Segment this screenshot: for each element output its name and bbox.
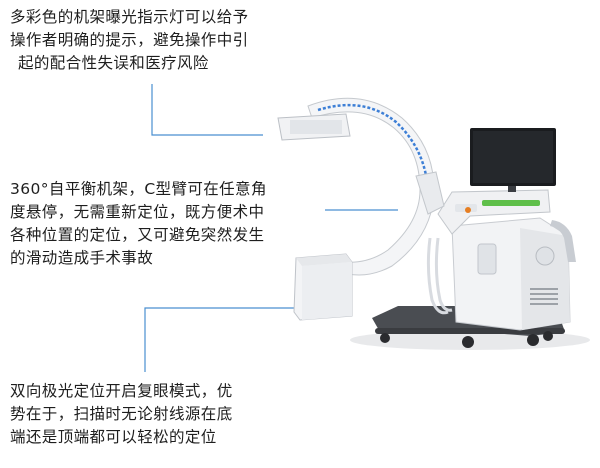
callout-line: 操作者明确的提示，避免操作中引 xyxy=(10,31,249,49)
main-cabinet xyxy=(451,217,576,331)
vent-grille xyxy=(530,288,558,305)
cables xyxy=(426,237,453,315)
leader-line-3 xyxy=(144,307,300,372)
callout-laser-positioning: 双向极光定位开启复眼模式，优 势在于，扫描时无论射线源在底 端还是顶端都可以轻松… xyxy=(10,380,233,449)
exposure-indicator-light xyxy=(317,103,430,193)
detector-icon xyxy=(293,253,353,321)
wheel-icon xyxy=(462,336,474,348)
wheel-icon xyxy=(380,333,390,343)
callout-self-balancing-frame: 360°自平衡机架，C型臂可在任意角 度悬停，无需重新定位，既方便术中 各种位置… xyxy=(10,178,267,270)
horizontal-arm xyxy=(437,189,551,235)
callout-line: 势在于，扫描时无论射线源在底 xyxy=(10,405,233,423)
xray-tube-icon xyxy=(277,113,351,141)
callout-line: 的滑动造成手术事故 xyxy=(10,249,154,267)
callout-line: 双向极光定位开启复眼模式，优 xyxy=(10,382,233,400)
status-light-bar xyxy=(482,200,540,206)
callout-line: 360°自平衡机架，C型臂可在任意角 xyxy=(10,180,267,198)
callout-exposure-indicator: 多彩色的机架曝光指示灯可以给予 操作者明确的提示，避免操作中引 起的配合性失误和… xyxy=(10,6,249,75)
monitor-icon xyxy=(470,128,556,192)
callout-line: 各种位置的定位，又可避免突然发生 xyxy=(10,226,265,244)
callout-line: 度悬停，无需重新定位，既方便术中 xyxy=(10,203,265,221)
leader-line-1 xyxy=(151,84,263,136)
callout-line: 起的配合性失误和医疗风险 xyxy=(18,54,209,72)
callout-line: 端还是顶端都可以轻松的定位 xyxy=(10,428,217,446)
wheel-icon xyxy=(543,331,553,341)
callout-line: 多彩色的机架曝光指示灯可以给予 xyxy=(10,8,249,26)
wheel-icon xyxy=(527,334,539,346)
leader-lines xyxy=(144,84,398,372)
logo-icon xyxy=(535,246,555,266)
